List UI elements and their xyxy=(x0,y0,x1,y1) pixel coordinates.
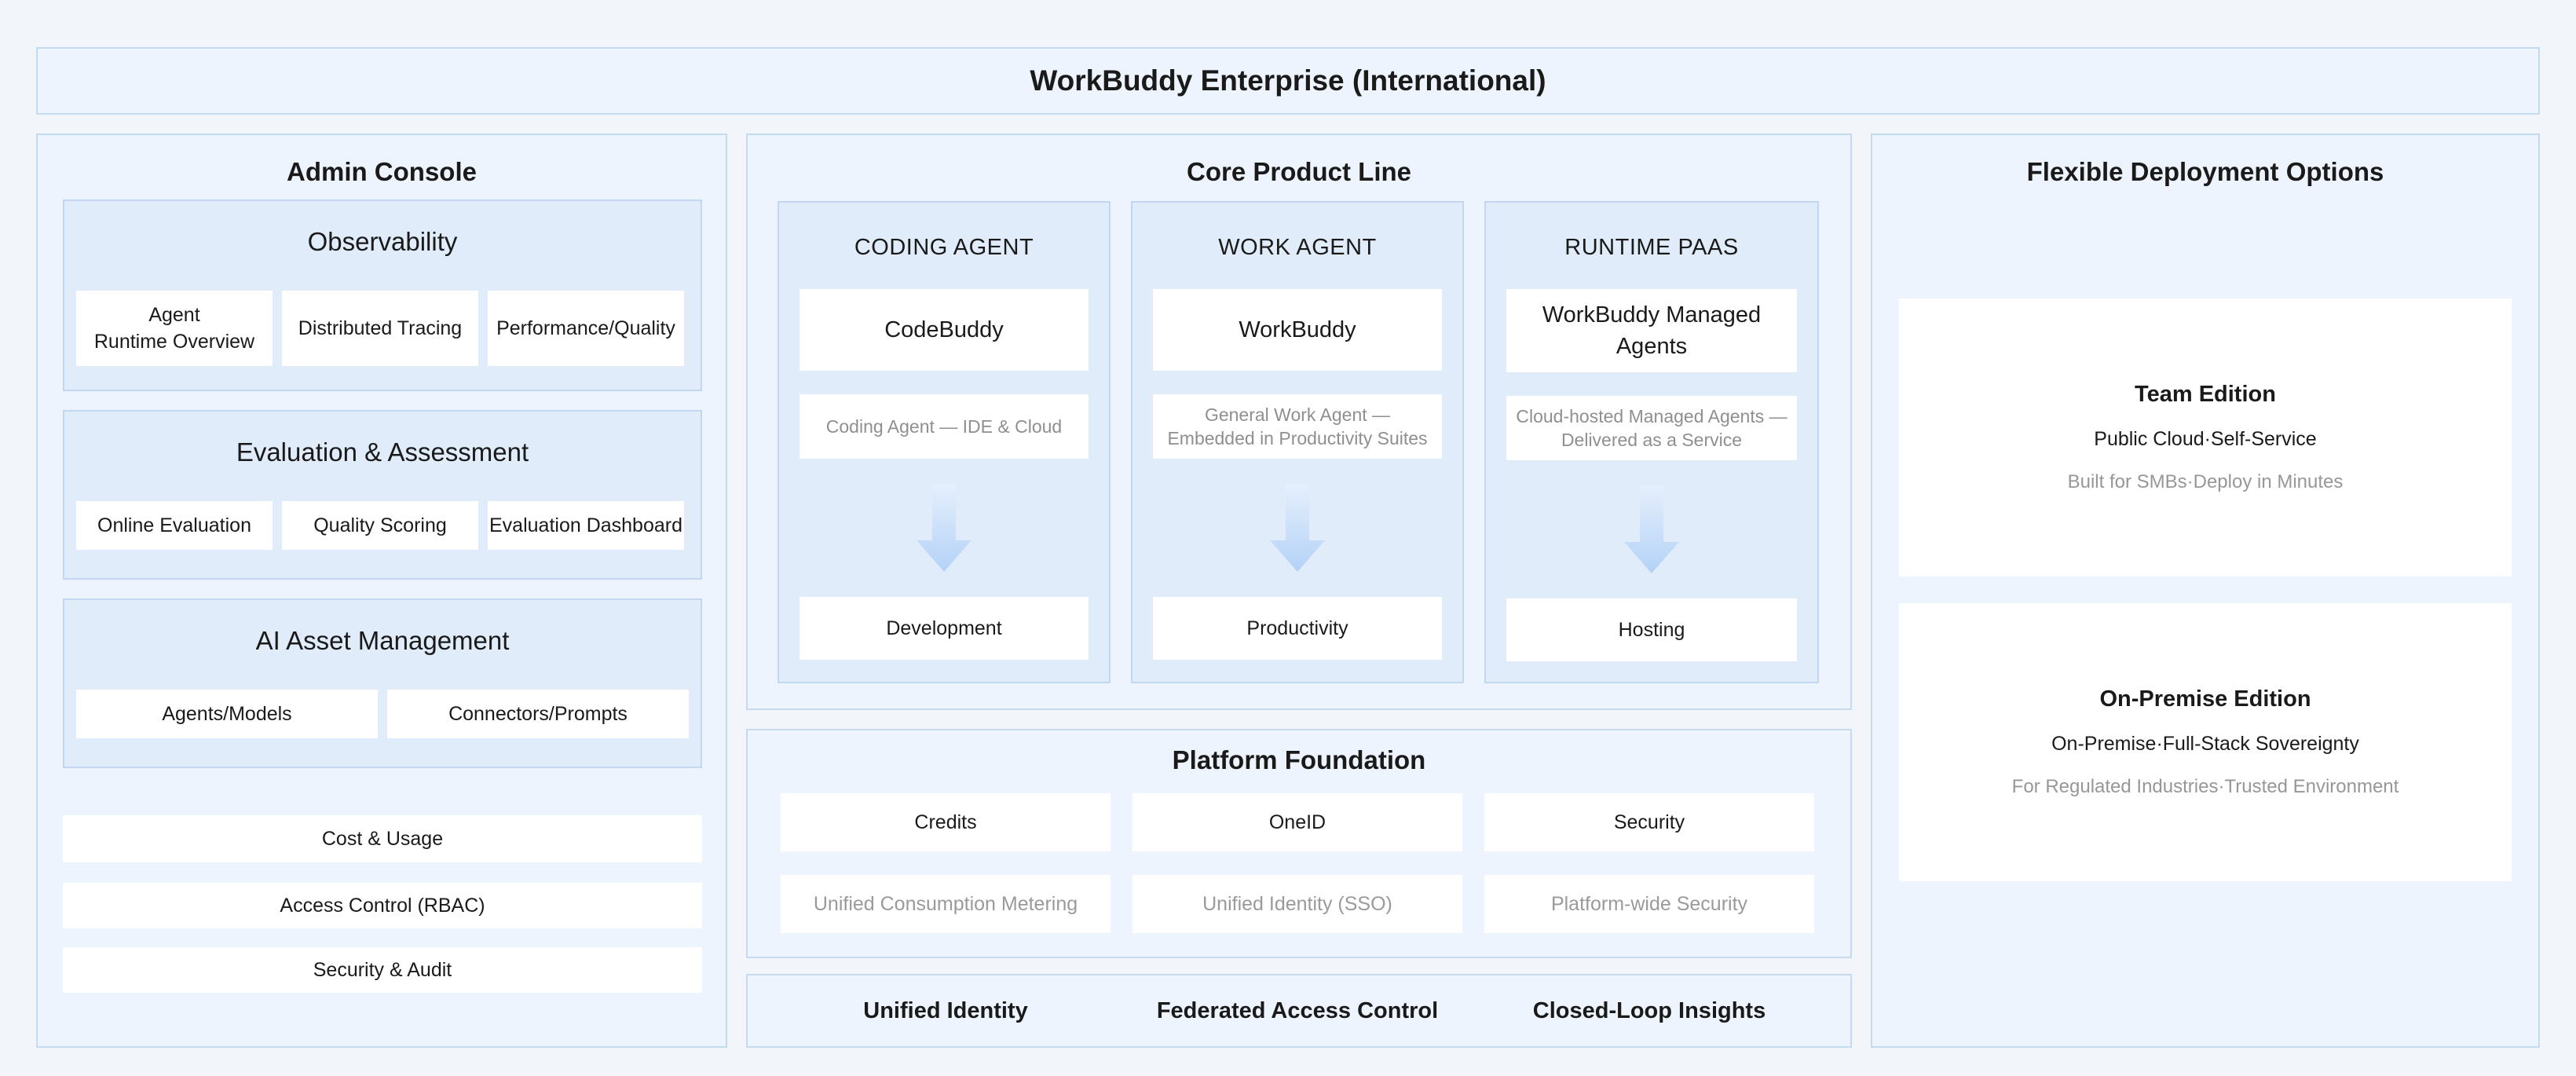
team-edition-subtitle: Public Cloud·Self-Service xyxy=(2094,428,2317,450)
platform-foundation-title: Platform Foundation xyxy=(1172,745,1426,774)
admin-bar-cost-usage[interactable]: Cost & Usage xyxy=(63,815,702,862)
evaluation-item-dashboard[interactable]: Evaluation Dashboard xyxy=(488,501,684,550)
deployment-options-title: Flexible Deployment Options xyxy=(2026,157,2384,186)
oneid-description: Unified Identity (SSO) xyxy=(1132,875,1462,933)
observability-item-distributed-tracing[interactable]: Distributed Tracing xyxy=(282,291,478,366)
team-edition-card[interactable]: Team Edition Public Cloud·Self-Service B… xyxy=(1899,298,2512,576)
productivity-outcome-card[interactable]: Productivity xyxy=(1153,597,1442,660)
workbuddy-managed-agents-card[interactable]: WorkBuddy Managed Agents xyxy=(1506,289,1797,372)
coding-agent-title: CODING AGENT xyxy=(854,234,1034,260)
evaluation-item-online[interactable]: Online Evaluation xyxy=(76,501,273,550)
ai-asset-item-connectors-prompts[interactable]: Connectors/Prompts xyxy=(387,690,689,738)
page-title: WorkBuddy Enterprise (International) xyxy=(1030,64,1546,97)
oneid-card[interactable]: OneID xyxy=(1132,793,1462,851)
credits-card[interactable]: Credits xyxy=(781,793,1111,851)
runtime-paas-title: RUNTIME PAAS xyxy=(1564,234,1739,260)
admin-bar-security-audit[interactable]: Security & Audit xyxy=(63,947,702,993)
hosting-outcome-card[interactable]: Hosting xyxy=(1506,598,1797,661)
coding-agent-description: Coding Agent — IDE & Cloud xyxy=(800,394,1089,459)
on-premise-edition-name: On-Premise Edition xyxy=(2099,686,2311,712)
security-card[interactable]: Security xyxy=(1484,793,1814,851)
evaluation-section xyxy=(63,410,702,580)
observability-title: Observability xyxy=(307,227,458,256)
codebuddy-product-card[interactable]: CodeBuddy xyxy=(800,289,1089,371)
admin-console-title: Admin Console xyxy=(286,157,477,186)
work-agent-description: General Work Agent — Embedded in Product… xyxy=(1153,394,1442,459)
team-edition-name: Team Edition xyxy=(2135,382,2276,407)
header-bar: WorkBuddy Enterprise (International) xyxy=(36,47,2540,115)
evaluation-title: Evaluation & Assessment xyxy=(236,437,529,467)
deployment-options-panel xyxy=(1871,134,2540,1048)
on-premise-edition-card[interactable]: On-Premise Edition On-Premise·Full-Stack… xyxy=(1899,603,2512,881)
workbuddy-product-card[interactable]: WorkBuddy xyxy=(1153,289,1442,371)
work-agent-title: WORK AGENT xyxy=(1218,234,1377,260)
unified-identity-label: Unified Identity xyxy=(863,997,1028,1023)
bottom-capabilities-bar xyxy=(746,974,1852,1048)
on-premise-edition-description: For Regulated Industries·Trusted Environ… xyxy=(2011,776,2399,797)
core-product-line-title: Core Product Line xyxy=(1186,157,1412,186)
ai-asset-item-agents-models[interactable]: Agents/Models xyxy=(76,690,378,738)
ai-asset-title: AI Asset Management xyxy=(255,626,510,655)
on-premise-edition-subtitle: On-Premise·Full-Stack Sovereignty xyxy=(2051,733,2359,755)
runtime-paas-description: Cloud-hosted Managed Agents — Delivered … xyxy=(1506,396,1797,460)
ai-asset-section xyxy=(63,598,702,768)
closed-loop-insights-label: Closed-Loop Insights xyxy=(1532,997,1766,1023)
credits-description: Unified Consumption Metering xyxy=(781,875,1111,933)
admin-bar-access-control[interactable]: Access Control (RBAC) xyxy=(63,883,702,928)
federated-access-control-label: Federated Access Control xyxy=(1156,997,1439,1023)
evaluation-item-quality-scoring[interactable]: Quality Scoring xyxy=(282,501,478,550)
coding-agent-arrow-down-icon xyxy=(917,484,971,572)
observability-item-runtime-overview[interactable]: Agent Runtime Overview xyxy=(76,291,273,366)
work-agent-arrow-down-icon xyxy=(1270,484,1325,572)
security-description: Platform-wide Security xyxy=(1484,875,1814,933)
development-outcome-card[interactable]: Development xyxy=(800,597,1089,660)
team-edition-description: Built for SMBs·Deploy in Minutes xyxy=(2067,471,2344,492)
observability-item-performance-quality[interactable]: Performance/Quality xyxy=(488,291,684,366)
runtime-paas-arrow-down-icon xyxy=(1624,485,1679,573)
